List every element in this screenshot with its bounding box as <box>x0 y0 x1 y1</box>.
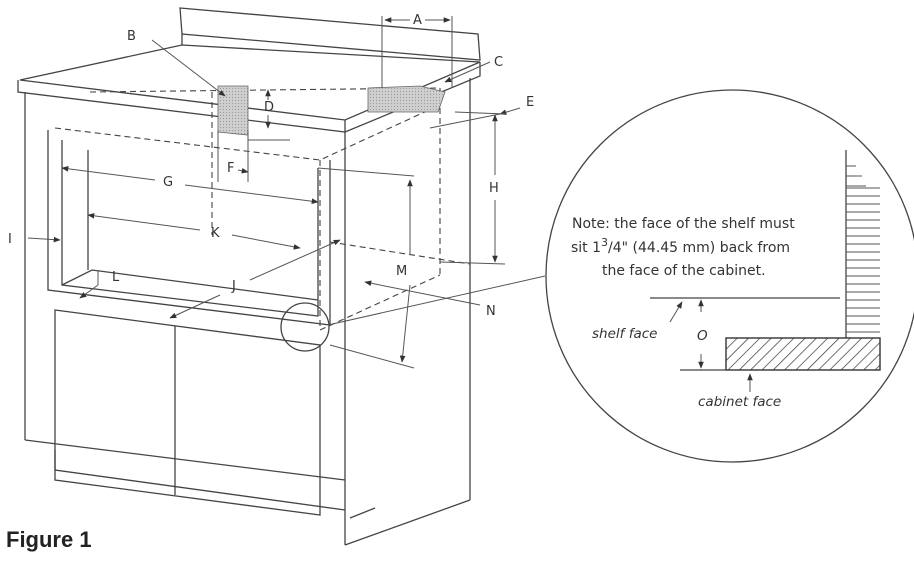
cabinet-face-label: cabinet face <box>698 394 781 410</box>
dimension-labels: A B C D E F G H I J K L M N <box>8 13 534 319</box>
label-l: L <box>112 270 120 285</box>
label-c: C <box>494 55 503 70</box>
label-k: K <box>211 226 220 241</box>
label-o: O <box>697 328 708 344</box>
cabinet <box>17 7 546 546</box>
label-i: I <box>8 232 12 247</box>
detail-callout: Note: the face of the shelf must sit 13/… <box>545 89 914 463</box>
label-m: M <box>396 264 407 279</box>
dimension-lines <box>27 16 521 369</box>
figure-caption: Figure 1 <box>6 527 92 552</box>
note-line-1: Note: the face of the shelf must <box>572 216 795 232</box>
label-e: E <box>526 95 534 110</box>
label-b: B <box>127 29 136 44</box>
label-f: F <box>227 161 234 176</box>
label-j: J <box>231 279 236 294</box>
label-g: G <box>163 175 173 190</box>
note-line-3: the face of the cabinet. <box>602 263 766 279</box>
label-n: N <box>486 304 496 319</box>
label-d: D <box>264 100 274 115</box>
note-line-2: sit 13/4" (44.45 mm) back from <box>571 236 790 256</box>
shelf-face-label: shelf face <box>592 326 657 342</box>
label-a: A <box>413 13 422 28</box>
label-h: H <box>489 181 499 196</box>
